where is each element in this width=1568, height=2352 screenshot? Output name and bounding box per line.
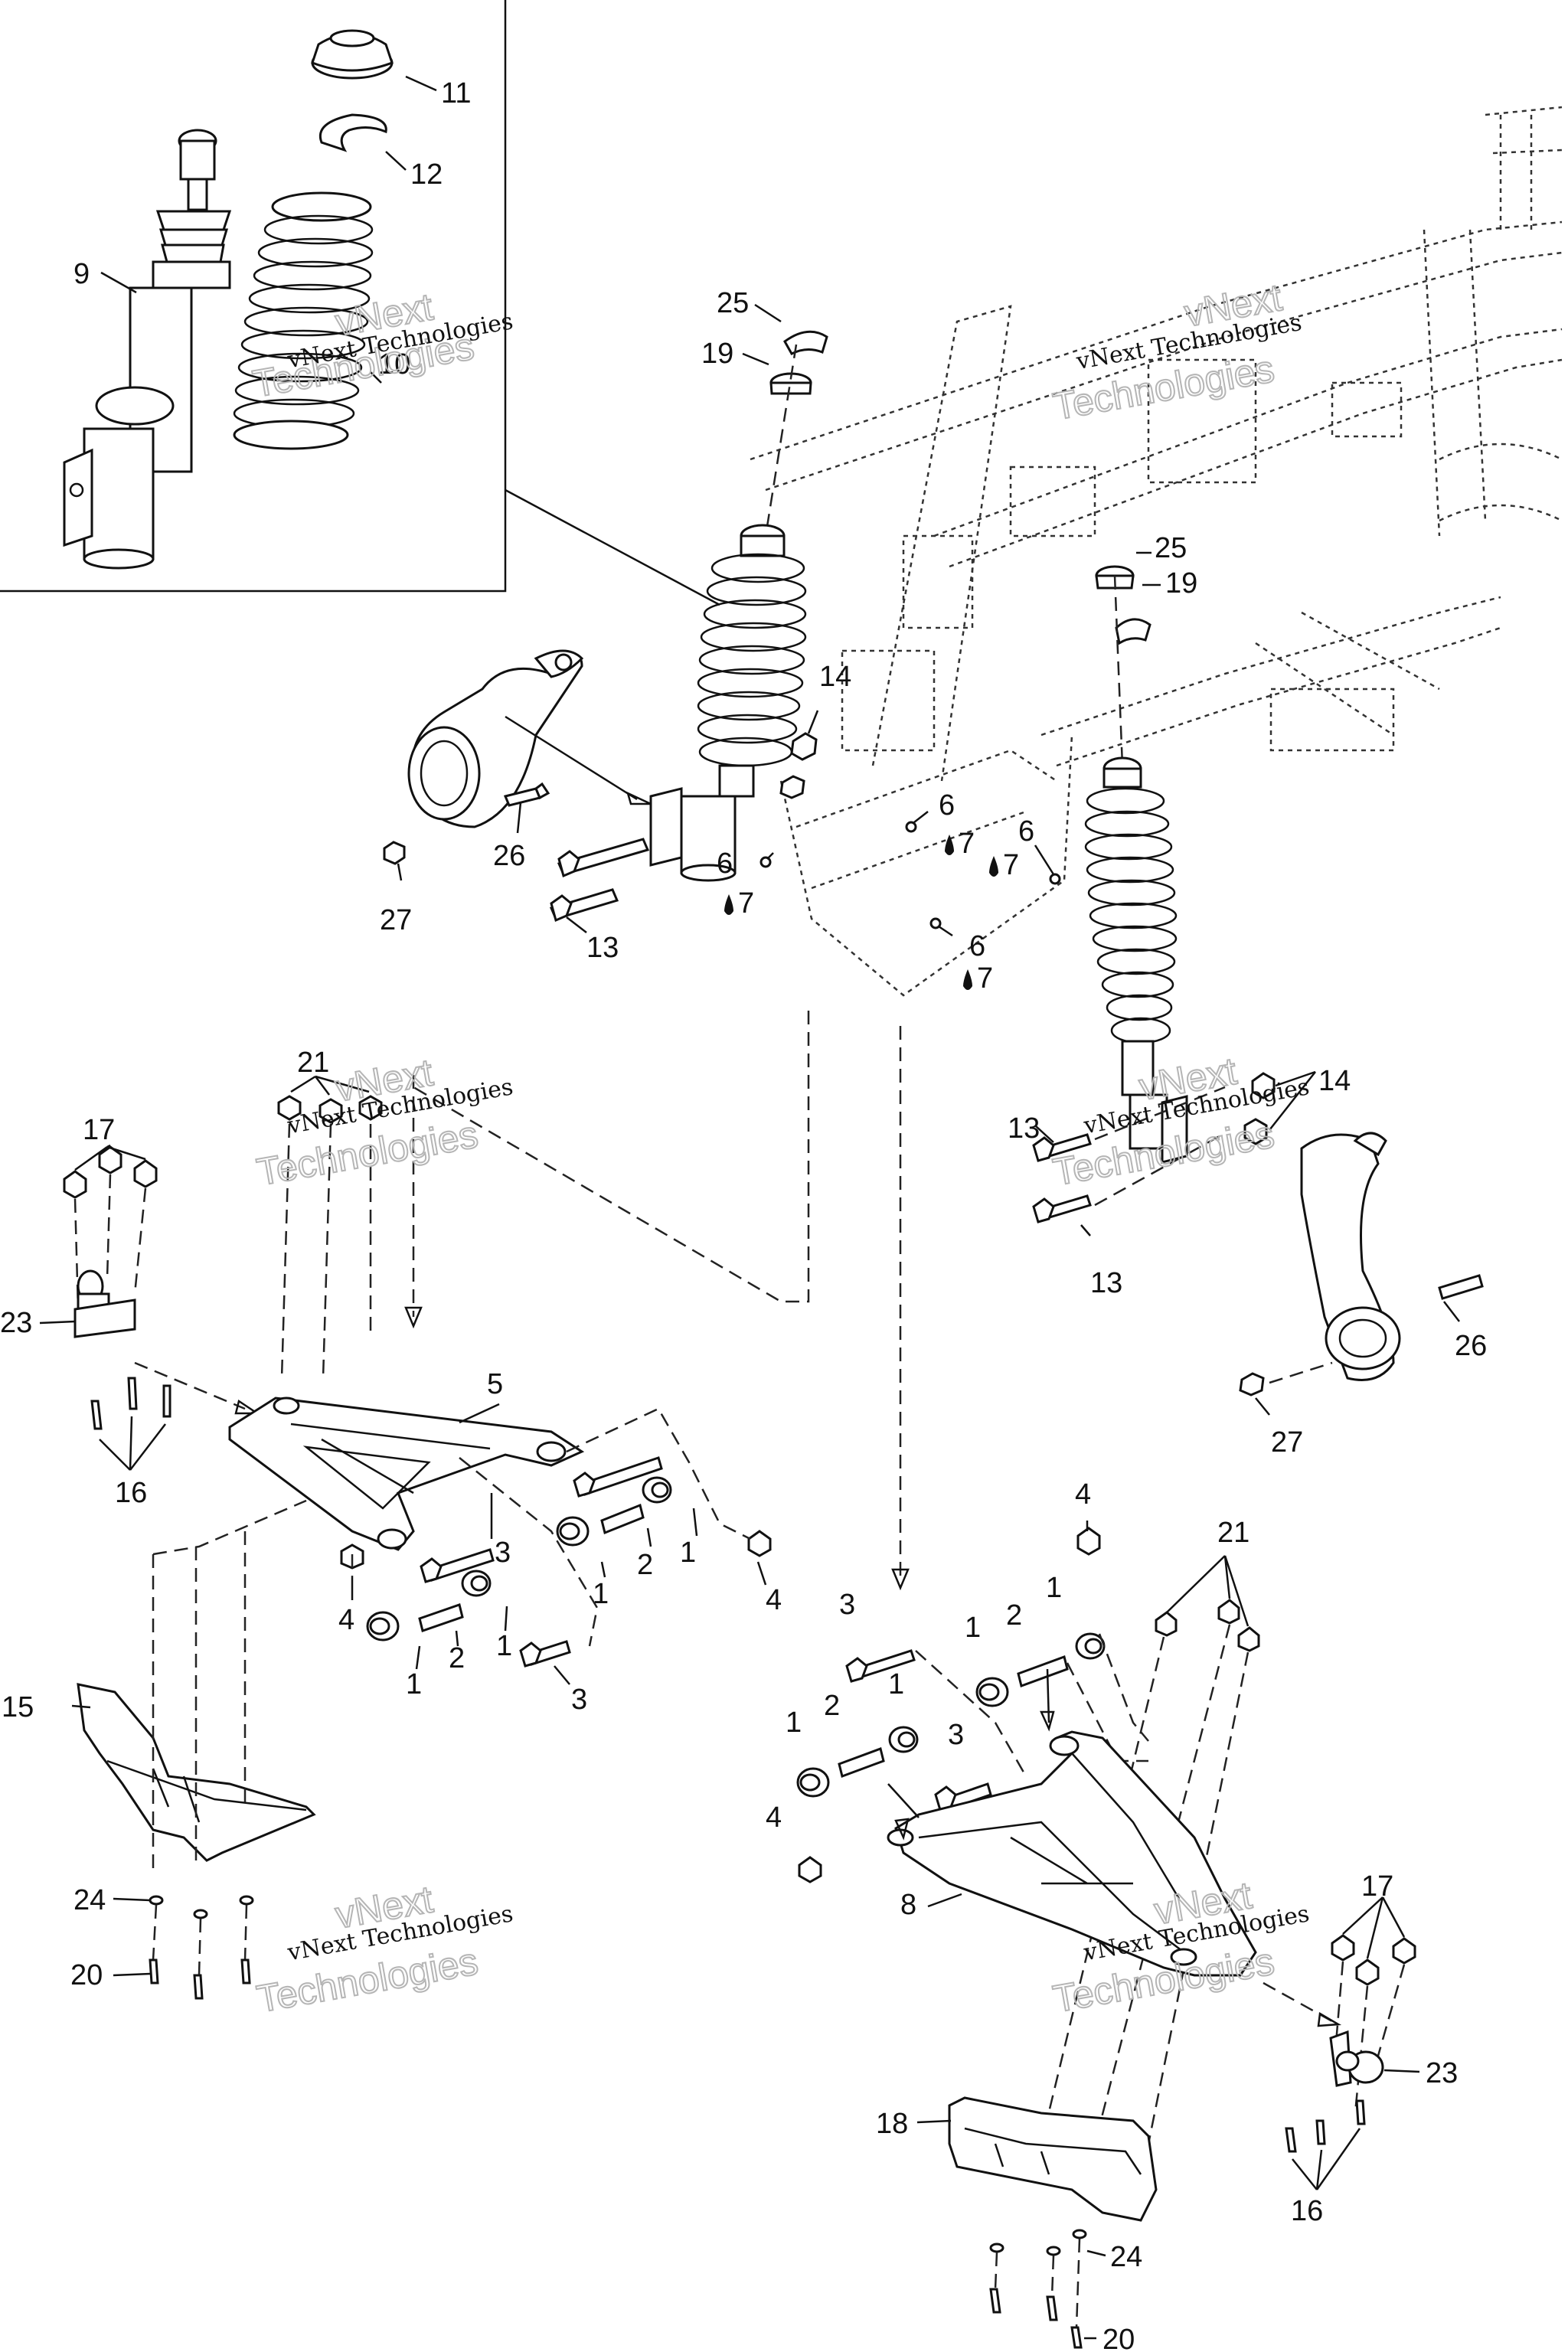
callout-2: 2 — [449, 1642, 465, 1674]
callout-6: 6 — [1018, 815, 1034, 848]
spring-seat-part-11 — [311, 29, 394, 80]
callout-21: 21 — [1217, 1517, 1250, 1549]
coil-spring-part-10 — [233, 191, 374, 450]
right-lower-a-arm-assembly — [796, 1521, 1420, 2349]
grease-fittings — [724, 811, 1061, 990]
shock-detail-inset: 11 12 9 10 — [0, 0, 720, 606]
callout-16: 16 — [1291, 2195, 1323, 2227]
callout-20: 20 — [70, 1959, 103, 1991]
callout-25: 25 — [1155, 532, 1187, 564]
callout-1: 1 — [786, 1707, 802, 1739]
callout-1: 1 — [593, 1578, 609, 1610]
callout-17: 17 — [1361, 1870, 1393, 1903]
callout-1: 1 — [1046, 1572, 1062, 1604]
watermark-logo: vNext Technologies vNext Technologies — [1049, 275, 1304, 429]
callout-21: 21 — [297, 1047, 329, 1079]
assembly-line — [413, 1011, 810, 1303]
callout-25: 25 — [717, 287, 749, 319]
callout-20: 20 — [1102, 2324, 1135, 2352]
callout-6: 6 — [939, 789, 955, 822]
callout-7: 7 — [1003, 849, 1019, 881]
callout-7: 7 — [959, 828, 975, 860]
callout-3: 3 — [571, 1684, 587, 1716]
callout-4: 4 — [1075, 1478, 1091, 1511]
callout-labels: 25 19 25 19 14 26 27 13 6 7 6 7 6 7 6 7 … — [0, 287, 1487, 2352]
grease-drop-icon — [963, 969, 972, 990]
callout-1: 1 — [888, 1668, 904, 1700]
callout-10: 10 — [378, 348, 410, 381]
callout-2: 2 — [824, 1690, 840, 1722]
callout-27: 27 — [1271, 1426, 1303, 1459]
shock-absorber-part-9 — [63, 129, 232, 570]
callout-15: 15 — [2, 1691, 34, 1723]
upper-left-fasteners — [383, 710, 819, 933]
callout-23: 23 — [1426, 2057, 1458, 2089]
callout-9: 9 — [74, 258, 90, 290]
callout-3: 3 — [948, 1719, 964, 1751]
callout-7: 7 — [977, 962, 993, 995]
callout-18: 18 — [876, 2108, 908, 2140]
callout-19: 19 — [701, 338, 733, 370]
right-shock-assembly — [1032, 565, 1316, 1236]
callout-8: 8 — [900, 1889, 916, 1921]
retainer-clip-part-12 — [319, 113, 387, 152]
callout-14: 14 — [1318, 1065, 1351, 1097]
callout-12: 12 — [410, 158, 443, 191]
callout-2: 2 — [637, 1549, 653, 1581]
left-lower-a-arm-assembly — [39, 1075, 772, 2000]
callout-1: 1 — [406, 1668, 422, 1700]
callout-17: 17 — [83, 1114, 115, 1146]
callout-27: 27 — [380, 904, 412, 936]
steering-knuckle-right — [1239, 1132, 1484, 1416]
callout-11: 11 — [441, 77, 471, 109]
callout-1: 1 — [965, 1612, 981, 1644]
callout-26: 26 — [1455, 1330, 1487, 1362]
steering-knuckle-left — [407, 649, 584, 828]
callout-6: 6 — [717, 848, 733, 880]
callout-4: 4 — [766, 1584, 782, 1616]
callout-1: 1 — [496, 1630, 512, 1662]
callout-26: 26 — [493, 840, 525, 872]
callout-24: 24 — [74, 1884, 106, 1916]
callout-3: 3 — [495, 1537, 511, 1569]
callout-13: 13 — [586, 932, 619, 964]
callout-23: 23 — [0, 1307, 32, 1339]
callout-4: 4 — [766, 1802, 782, 1834]
callout-16: 16 — [115, 1477, 147, 1509]
watermark-logo: vNext Technologies vNext Technologies — [249, 284, 515, 406]
callout-13: 13 — [1090, 1267, 1122, 1299]
callout-1: 1 — [680, 1537, 696, 1569]
callout-13: 13 — [1008, 1112, 1040, 1145]
grease-drop-icon — [989, 856, 998, 877]
grease-drop-icon — [945, 835, 954, 855]
watermark-logo: vNext Technologies vNext Technologies — [253, 1877, 515, 2021]
callout-7: 7 — [738, 887, 754, 920]
grease-drop-icon — [724, 894, 733, 915]
callout-4: 4 — [338, 1604, 354, 1636]
callout-19: 19 — [1165, 567, 1197, 599]
callout-24: 24 — [1110, 2241, 1142, 2273]
callout-14: 14 — [819, 661, 851, 693]
callout-3: 3 — [839, 1589, 855, 1621]
left-shock-assembly — [649, 330, 828, 882]
vehicle-frame-outline — [750, 106, 1563, 997]
watermark-logo: vNext Technologies vNext Technologies — [253, 1050, 515, 1194]
callout-5: 5 — [487, 1368, 503, 1400]
callout-6: 6 — [969, 930, 985, 962]
watermark-logo: vNext Technologies vNext Technologies — [1049, 1049, 1312, 1195]
callout-2: 2 — [1006, 1599, 1022, 1632]
